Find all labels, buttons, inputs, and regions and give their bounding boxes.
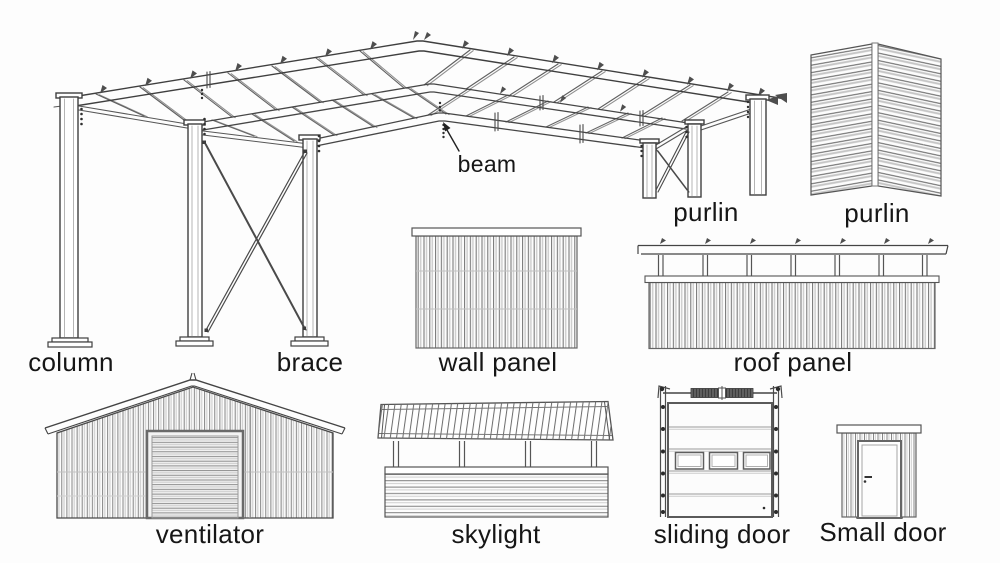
small-door-illustration [836,424,922,519]
wall-panel-illustration [411,227,582,349]
frame-illustration [47,31,787,348]
label-wall-panel: wall panel [438,347,558,377]
label-column: column [28,347,114,377]
skylight-illustration [377,400,614,518]
label-ventilator: ventilator [155,519,265,549]
sliding-door-illustration [657,385,783,518]
label-skylight: skylight [451,519,541,549]
label-roof-panel: roof panel [733,347,853,377]
label-sliding-door: sliding door [653,519,791,549]
ventilator-illustration [44,372,346,520]
roof-panel-illustration [637,238,949,350]
beam-arrow [443,122,460,152]
label-purlin-panel: purlin [844,198,910,228]
label-brace: brace [276,347,344,377]
label-purlin-frame: purlin [673,197,739,227]
purlin-stack-illustration [810,42,942,197]
label-beam: beam [457,151,517,177]
label-small-door: Small door [819,517,947,547]
